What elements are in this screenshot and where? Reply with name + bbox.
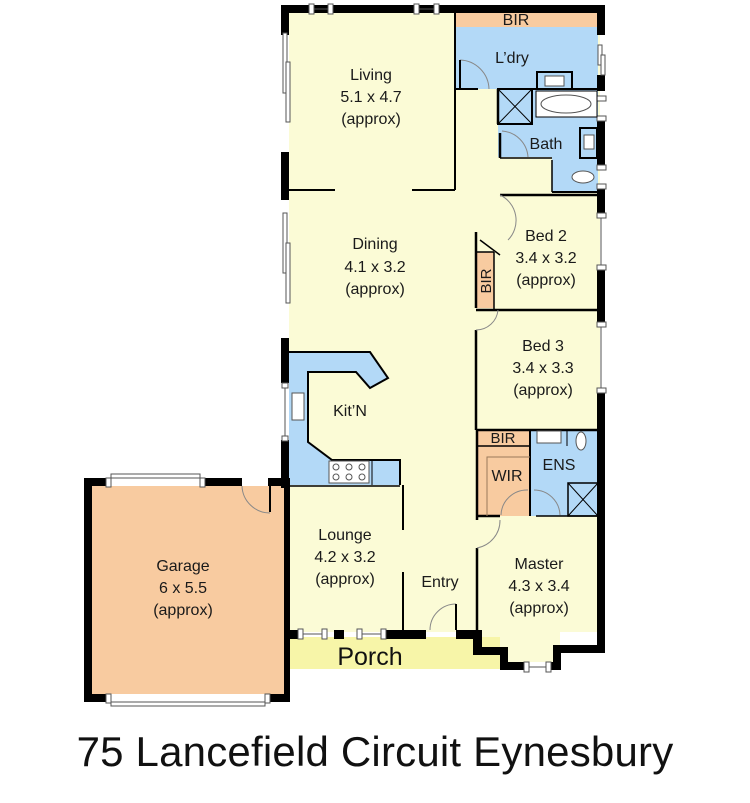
laundry-label: L’dry [495,50,529,67]
dining-size: 4.1 x 3.2 [344,259,405,276]
doors [241,59,561,631]
porch-label: Porch [337,643,402,671]
dining-label: Dining [352,236,397,253]
lounge-label: Lounge [318,527,371,544]
bed2-label: Bed 2 [525,228,567,245]
lounge-note: (approx) [315,571,375,588]
entry-label: Entry [421,574,458,591]
garage-fill [92,486,284,694]
bed2-size: 3.4 x 3.2 [515,250,576,267]
bir-bed2-fill [476,252,494,308]
kitchen-label: Kit’N [333,403,367,420]
bir-master-fill [477,430,530,446]
living-note: (approx) [341,111,401,128]
master-label: Master [515,556,565,573]
master-note: (approx) [509,600,569,617]
garage-size: 6 x 5.5 [159,580,207,597]
kitchen-bench-fill [289,352,400,485]
ens-label: ENS [543,457,576,474]
bed3-note: (approx) [513,382,573,399]
bir-top-label: BIR [503,12,530,29]
bir-top-fill [455,12,598,27]
lounge-size: 4.2 x 3.2 [314,549,375,566]
bir-master-label: BIR [490,430,515,447]
dining-note: (approx) [345,281,405,298]
laundry-fill [455,27,598,89]
garage-note: (approx) [153,602,213,619]
garage-label: Garage [156,558,209,575]
living-size: 5.1 x 4.7 [340,89,401,106]
bed3-label: Bed 3 [522,338,564,355]
interior-walls [269,12,599,632]
master-size: 4.3 x 3.4 [508,578,569,595]
bed2-note: (approx) [516,272,576,289]
walls [84,5,605,702]
porch-fill [290,637,500,669]
bed3-size: 3.4 x 3.3 [512,360,573,377]
windows [105,3,607,707]
bir-bed2-label: BIR [478,268,495,293]
wir-label: WIR [491,468,522,485]
bath-label: Bath [530,136,563,153]
property-address-title: 75 Lancefield Circuit Eynesbury [76,728,674,775]
room-labels: Living 5.1 x 4.7 (approx) L’dry BIR Bath… [153,12,577,671]
ens-fill [530,430,598,516]
living-label: Living [350,67,392,84]
